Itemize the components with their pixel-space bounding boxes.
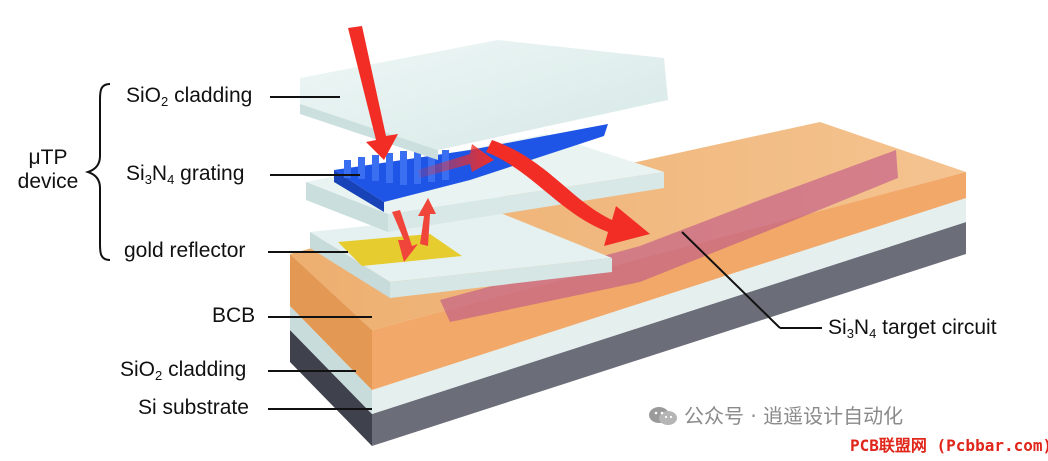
- label-sio2-bottom-cladding: SiO2 cladding: [120, 358, 247, 383]
- label-gold-reflector: gold reflector: [124, 239, 246, 262]
- reflected-light-arrows: [392, 198, 436, 262]
- wechat-icon: [649, 407, 677, 425]
- group-line-2: device: [17, 170, 79, 193]
- sio2-bottom-cladding-layer: [290, 198, 966, 414]
- leader-si-substrate: [268, 408, 372, 410]
- device-group-label: μTP device: [8, 146, 88, 194]
- watermark: 公众号 · 逍遥设计自动化: [648, 400, 903, 429]
- leader-target-horizontal: [780, 327, 822, 329]
- sio2-top-cladding-slab: [300, 40, 668, 160]
- leader-bcb: [268, 316, 372, 318]
- device-bracket: [84, 83, 111, 261]
- leader-sio2-bottom: [268, 370, 356, 372]
- label-si3n4-grating: Si3N4 grating: [126, 162, 245, 187]
- leader-si3n4-grating: [270, 174, 360, 176]
- label-sio2-top-cladding: SiO2 cladding: [126, 84, 253, 109]
- leader-sio2-top: [270, 96, 340, 98]
- target-circuit-leader: [681, 231, 781, 329]
- label-target-circuit: Si3N4 target circuit: [828, 316, 997, 341]
- label-bcb: BCB: [212, 304, 256, 327]
- group-line-1: μTP: [28, 146, 68, 169]
- si-substrate-layer: [290, 222, 966, 446]
- target-waveguide: [440, 150, 898, 322]
- incident-light-arrow: [348, 26, 398, 160]
- watermark-text: 公众号 · 逍遥设计自动化: [684, 404, 904, 428]
- coupling-light-arrow: [486, 140, 650, 246]
- leader-gold: [268, 251, 348, 253]
- label-si-substrate: Si substrate: [138, 396, 249, 419]
- footer-brand: PCB联盟网 (Pcbbar.com): [850, 436, 1048, 455]
- guided-light-arrow: [418, 144, 494, 178]
